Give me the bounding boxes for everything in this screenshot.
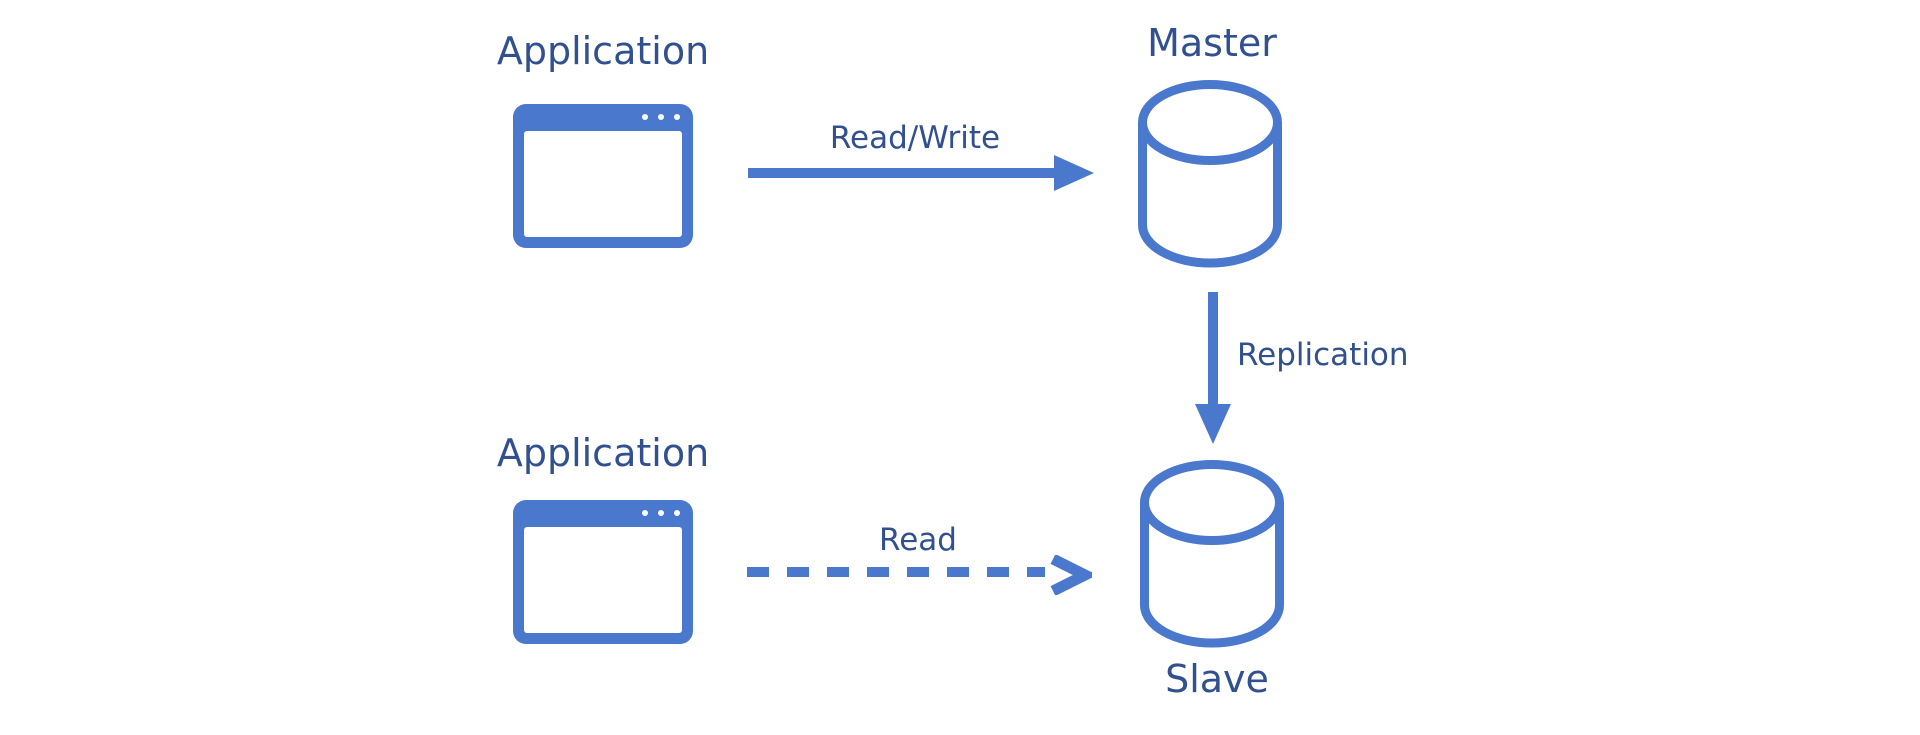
replication-arrow-line — [1208, 292, 1218, 406]
app-bottom-label: Application — [496, 431, 710, 475]
replication-arrowhead-icon — [1195, 404, 1231, 444]
window-dot — [642, 510, 648, 516]
browser-window-icon-bottom — [513, 500, 693, 644]
browser-window-icon-top — [513, 104, 693, 248]
read-write-arrowhead-icon — [1054, 155, 1094, 191]
read-dashed-arrow-line — [747, 567, 1045, 577]
window-dot — [658, 510, 664, 516]
read-edge-label: Read — [879, 522, 957, 558]
read-arrowhead-chevron-icon — [1050, 555, 1092, 595]
window-titlebar-dots — [642, 510, 680, 516]
window-content-area — [524, 131, 682, 237]
slave-database-cylinder-icon — [1140, 460, 1284, 648]
slave-label: Slave — [1165, 657, 1269, 701]
window-titlebar-dots — [642, 114, 680, 120]
window-dot — [658, 114, 664, 120]
replication-edge-label: Replication — [1237, 337, 1409, 373]
window-dot — [674, 114, 680, 120]
read-write-edge-label: Read/Write — [829, 120, 1001, 156]
read-write-arrow-line — [748, 168, 1054, 178]
window-dot — [674, 510, 680, 516]
app-top-label: Application — [496, 29, 710, 73]
master-label: Master — [1147, 21, 1277, 65]
window-content-area — [524, 527, 682, 633]
master-database-cylinder-icon — [1138, 80, 1282, 268]
window-dot — [642, 114, 648, 120]
